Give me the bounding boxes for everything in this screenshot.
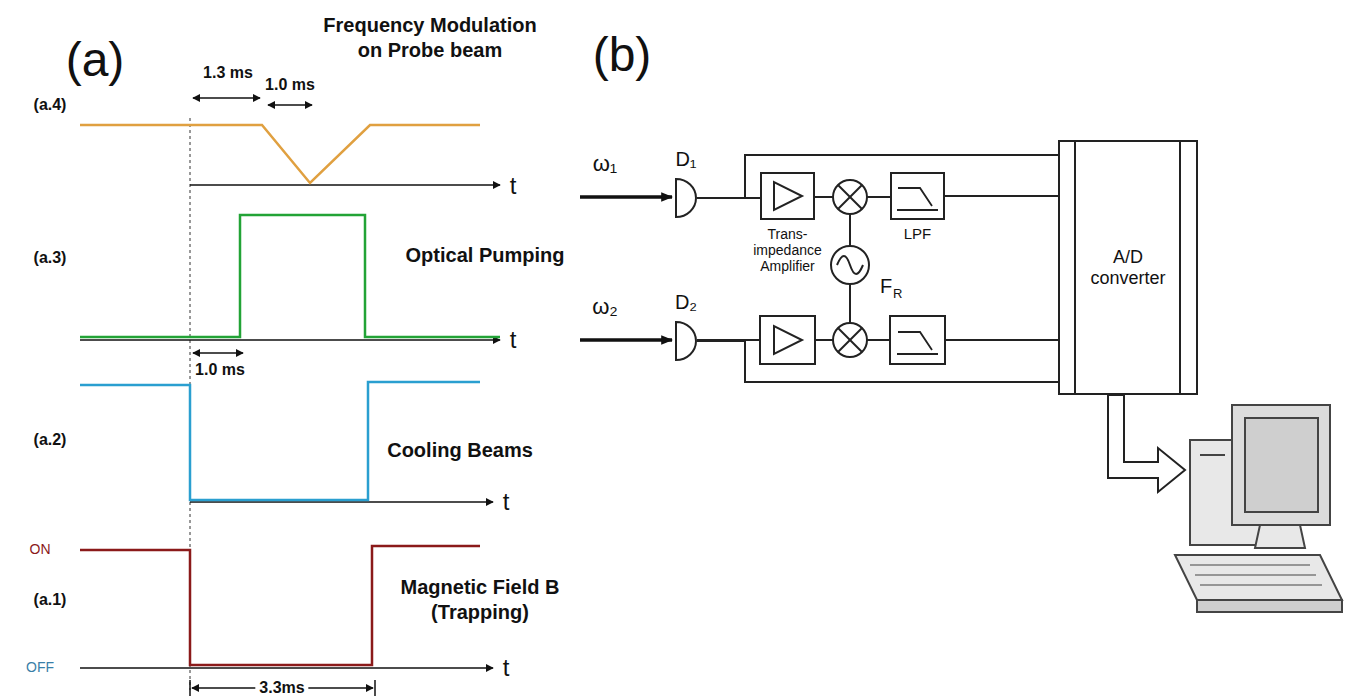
wire [945, 339, 1058, 341]
magnetic-field-trace [80, 546, 480, 665]
mixer-symbol [833, 323, 867, 357]
node-label: D₂ [671, 291, 701, 314]
wire-connector [697, 155, 1058, 198]
mixer-symbol [833, 180, 867, 214]
label: (a.3) [34, 249, 67, 267]
label: (a.4) [34, 96, 67, 114]
label: on Probe beam [358, 39, 502, 61]
label: ω₁ [593, 152, 618, 176]
wire [815, 339, 833, 341]
node-label: F [880, 275, 892, 298]
duration-arrow [193, 352, 243, 354]
label: (b) [593, 29, 652, 82]
photodetector-outline [675, 321, 697, 361]
time-axis [80, 667, 493, 669]
mixer-symbol [838, 185, 862, 209]
label: t [510, 327, 517, 353]
mixer-symbol [838, 328, 862, 352]
label: OFF [26, 660, 54, 675]
amplifier-box [760, 316, 815, 364]
time-axis [80, 339, 500, 341]
oscillator-circle-outline [830, 245, 870, 285]
tick [374, 680, 376, 696]
wire [815, 196, 833, 198]
node-label: A/D converter [1078, 247, 1178, 288]
data-arrow [1108, 395, 1185, 492]
probe-frequency-trace [80, 125, 480, 183]
filter-symbol [897, 332, 938, 354]
label: t [510, 173, 517, 199]
label: Cooling Beams [387, 439, 533, 461]
beam-arrow [580, 338, 672, 342]
node-label: Trans-impedance Amplifier [747, 226, 828, 274]
converter-box-outline [1058, 140, 1198, 395]
photodetector: D₁ [675, 178, 697, 218]
label: 1.0 ms [265, 76, 315, 94]
label: Optical Pumping [406, 244, 565, 266]
wire-connector [945, 195, 1058, 197]
tick [189, 680, 191, 696]
beam-arrow [580, 195, 672, 199]
label: ω₂ [592, 295, 618, 319]
mixer-symbol [838, 185, 862, 209]
label: 1.0 ms [195, 361, 245, 379]
label: (a.1) [34, 591, 67, 609]
wire [867, 196, 890, 198]
node-label: R [893, 287, 902, 302]
wire [849, 214, 851, 245]
photodetector-outline [675, 178, 697, 218]
label: 1.3 ms [203, 64, 253, 82]
label: t [503, 655, 510, 681]
time-axis [190, 184, 500, 186]
wire [849, 285, 851, 323]
amplifier-box: Trans-impedance Amplifier [760, 172, 815, 220]
filter-box-outline [890, 172, 945, 220]
label: Frequency Modulation [323, 14, 536, 36]
label: ON [30, 542, 51, 557]
filter-box: LPF [890, 172, 945, 220]
duration-arrow [193, 97, 260, 99]
wire [867, 339, 890, 341]
node-label: LPF [890, 225, 945, 242]
label: t [503, 489, 510, 515]
node-label: D₁ [671, 148, 701, 171]
wire-connector [697, 341, 1058, 382]
mixer-symbol [838, 328, 862, 352]
oscillator-circle: FR [830, 245, 870, 285]
label: (a.2) [34, 431, 67, 449]
label: (Trapping) [431, 601, 529, 623]
label: 3.3ms [255, 679, 308, 697]
time-axis [190, 501, 493, 503]
filter-box [890, 316, 945, 364]
label: Magnetic Field B [401, 576, 560, 598]
amplifier-box-outline [760, 172, 815, 220]
optical-pumping-trace [80, 215, 500, 337]
converter-box: A/D converter [1058, 140, 1198, 395]
amplifier-symbol [774, 326, 802, 354]
label: (a) [66, 34, 125, 87]
duration-arrow [268, 104, 312, 106]
computer-icon [1175, 405, 1342, 612]
photodetector: D₂ [675, 321, 697, 361]
